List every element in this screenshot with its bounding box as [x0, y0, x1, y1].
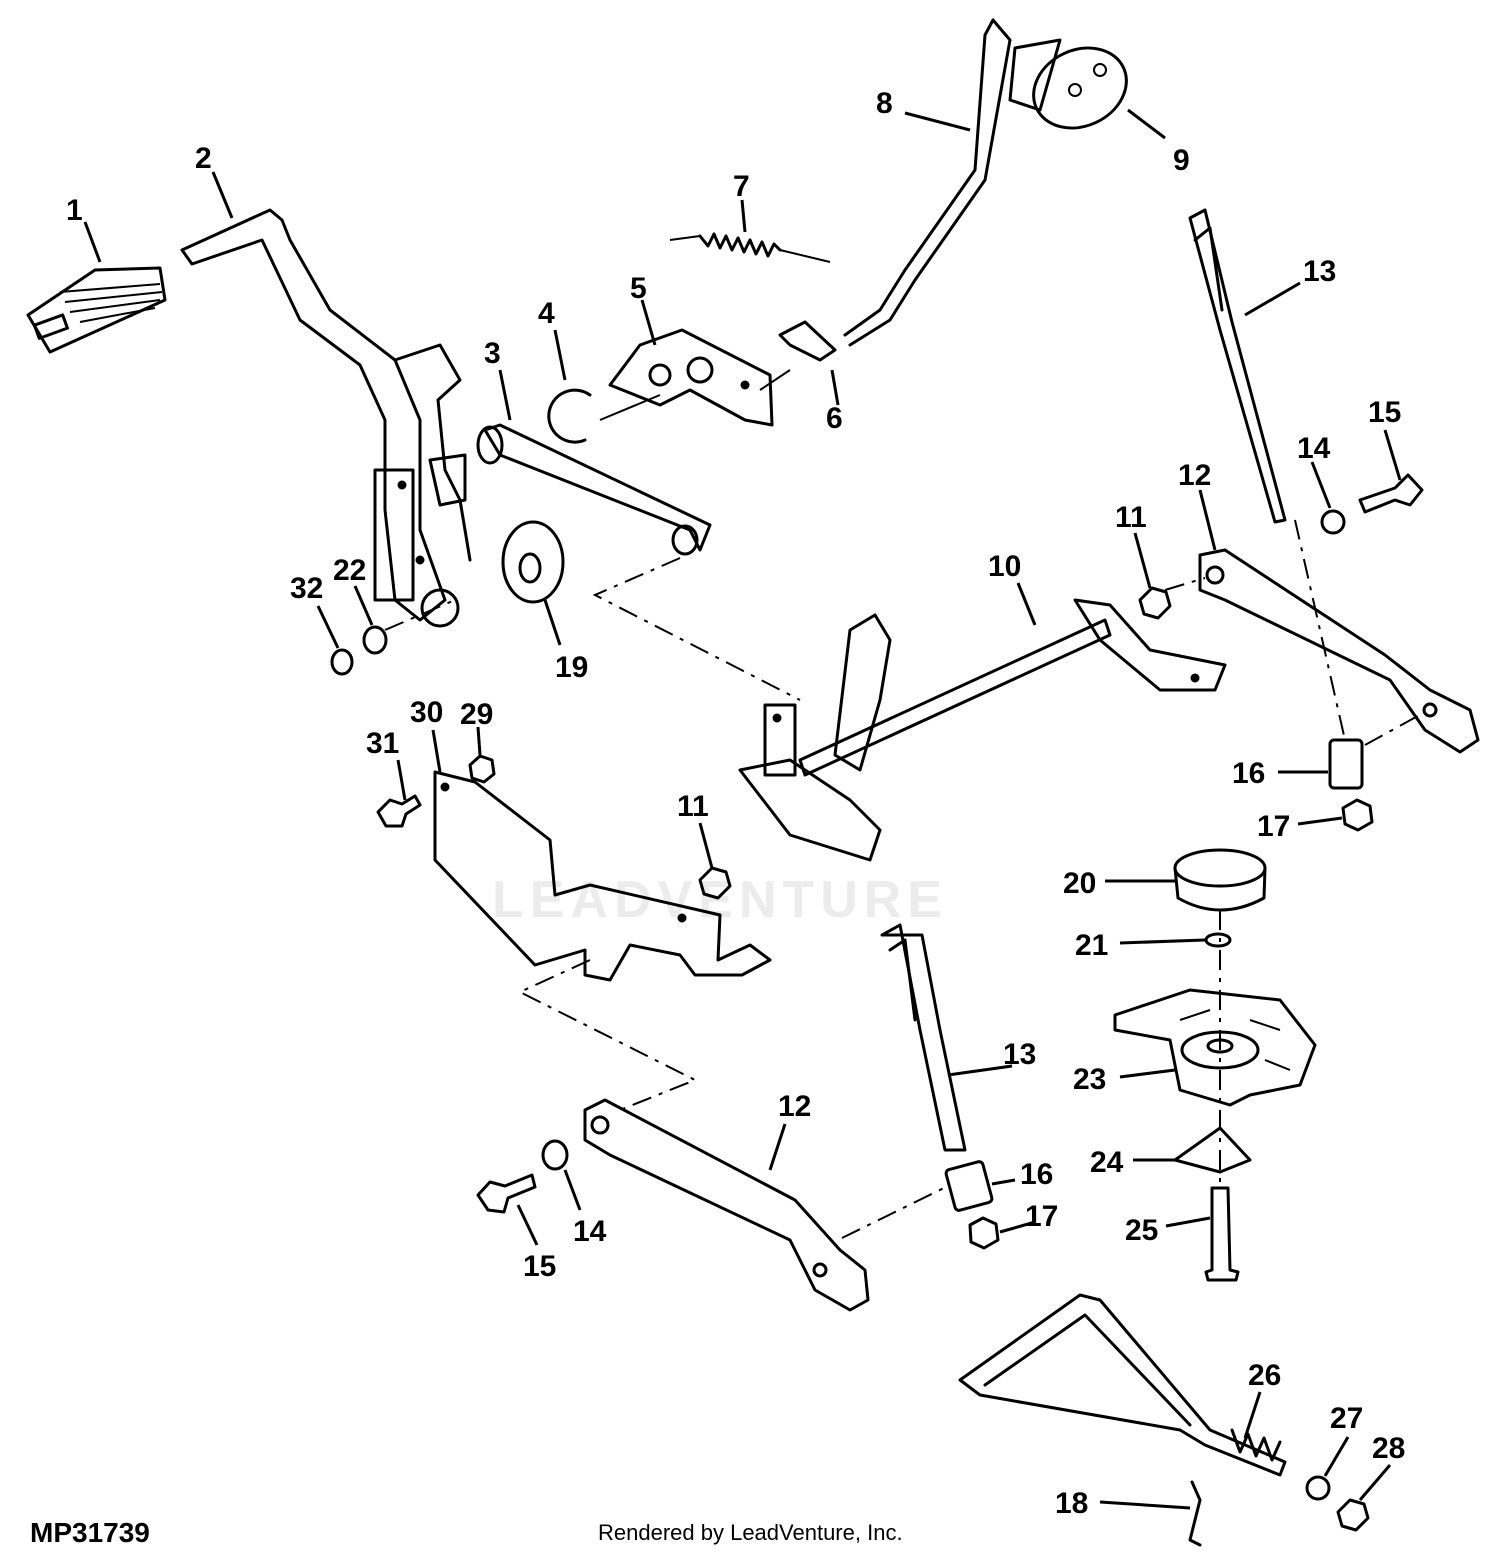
- callout-leaders: [83, 108, 1402, 1510]
- part-5-bracket: [599, 328, 791, 427]
- callout-31: 31: [366, 727, 399, 760]
- callout-28: 28: [1372, 1432, 1405, 1465]
- callout-30: 30: [410, 696, 443, 729]
- part-30-mounting-bracket: [433, 770, 772, 982]
- callout-15-lower: 15: [523, 1250, 556, 1283]
- part-26-handle: [958, 1293, 1287, 1477]
- callout-21: 21: [1075, 929, 1108, 962]
- watermark-text: LEADVENTURE: [492, 871, 949, 929]
- callout-12-lower: 12: [778, 1090, 811, 1123]
- part-16-ferrule: [944, 738, 1364, 1212]
- callout-14-lower: 14: [573, 1215, 607, 1248]
- part-15-bolt: [476, 473, 1424, 1214]
- part-14-washer: [541, 509, 1346, 1171]
- callout-3: 3: [484, 337, 501, 370]
- callout-labels: 1 2 3 4 5 6 7 8 9 10 11 11 12 12 13 13 1…: [66, 87, 1405, 1520]
- part-12-lift-arm: [583, 548, 1480, 1312]
- part-11-nut: [698, 586, 1172, 900]
- reference-code: MP31739: [30, 1517, 150, 1548]
- part-24-bracket: [1173, 1126, 1252, 1174]
- part-8-link-rod: [843, 18, 1012, 347]
- part-4-clip: [547, 388, 592, 444]
- part-9-knob: [1008, 38, 1128, 130]
- callout-16-lower: 16: [1020, 1158, 1053, 1191]
- assembly-lines: [384, 519, 1426, 1239]
- callout-15-upper: 15: [1368, 396, 1401, 429]
- part-20-cap: [1173, 848, 1267, 912]
- part-18-pin: [1188, 1480, 1202, 1547]
- callout-25: 25: [1125, 1214, 1158, 1247]
- callout-17-lower: 17: [1025, 1200, 1058, 1233]
- callout-11-lower: 11: [677, 790, 709, 823]
- callout-26: 26: [1248, 1359, 1281, 1392]
- callout-23: 23: [1073, 1063, 1106, 1096]
- callout-12-upper: 12: [1178, 459, 1211, 492]
- callout-13-lower: 13: [1003, 1038, 1036, 1071]
- part-10-rockshaft: [738, 598, 1227, 862]
- part-27-washer: [1305, 1475, 1331, 1501]
- callout-5: 5: [630, 272, 647, 305]
- part-3-rod: [476, 423, 712, 556]
- callout-11-upper: 11: [1115, 501, 1147, 534]
- callout-18: 18: [1055, 1487, 1088, 1520]
- callout-32: 32: [290, 572, 323, 605]
- part-2-lift-lever: [180, 208, 472, 628]
- callout-10: 10: [988, 550, 1021, 583]
- part-32-clip: [330, 648, 354, 676]
- part-23-adjusting-wheel: [1113, 988, 1317, 1107]
- callout-16-upper: 16: [1232, 757, 1265, 790]
- part-7-spring: [669, 232, 831, 263]
- callout-2: 2: [195, 142, 212, 175]
- callout-9: 9: [1173, 144, 1190, 177]
- part-25-pin: [1204, 1186, 1240, 1282]
- callout-22: 22: [333, 554, 366, 587]
- callout-29: 29: [460, 698, 493, 731]
- part-13-lift-link: [880, 208, 1287, 1152]
- callout-20: 20: [1063, 867, 1096, 900]
- callout-4: 4: [538, 297, 555, 330]
- callout-19: 19: [555, 651, 588, 684]
- part-28-nut: [1336, 1498, 1370, 1532]
- part-22-washer: [362, 625, 388, 655]
- part-6-spring-clip: [778, 320, 837, 362]
- part-31-bolt: [376, 794, 422, 828]
- callout-14-upper: 14: [1297, 432, 1331, 465]
- part-1-grip: [26, 266, 167, 354]
- callout-24: 24: [1090, 1146, 1124, 1179]
- callout-1: 1: [66, 194, 83, 227]
- credit-line: Rendered by LeadVenture, Inc.: [598, 1520, 903, 1545]
- part-21-washer: [1204, 932, 1232, 948]
- callout-6: 6: [826, 402, 843, 435]
- part-17-nut: [968, 798, 1374, 1250]
- callout-8: 8: [876, 87, 893, 120]
- callout-17-upper: 17: [1257, 810, 1290, 843]
- callout-13-upper: 13: [1303, 255, 1336, 288]
- callout-27: 27: [1330, 1402, 1363, 1435]
- callout-7: 7: [733, 170, 750, 203]
- part-29-nut: [468, 754, 496, 784]
- part-19-washer: [501, 520, 565, 604]
